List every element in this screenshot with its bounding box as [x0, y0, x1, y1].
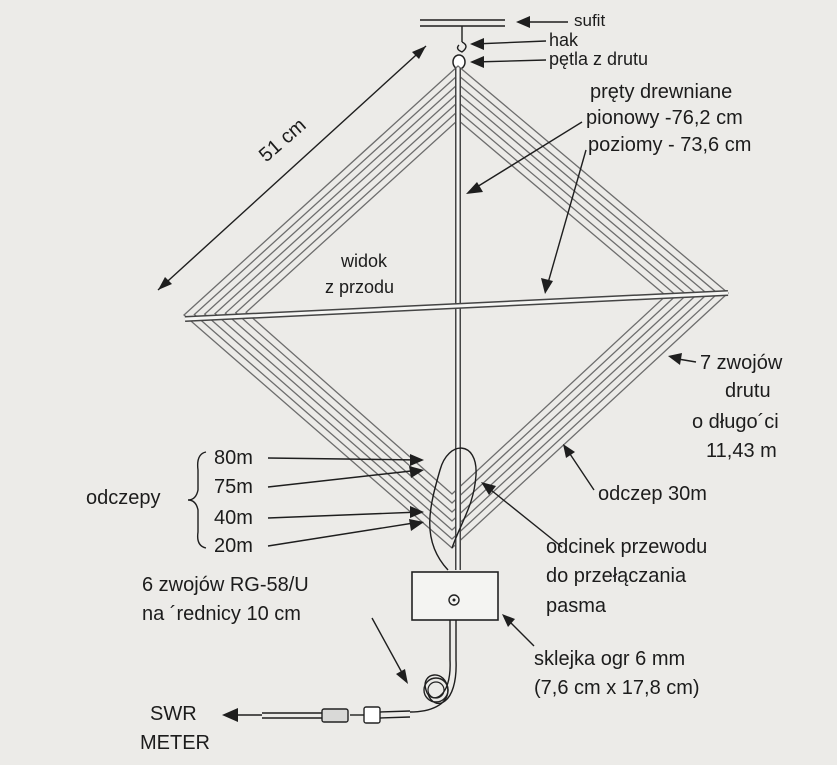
pointer-lines	[187, 16, 697, 684]
front-view-label-2: z przodu	[325, 277, 395, 297]
taps-label: odczepy	[86, 487, 161, 509]
tap-80m-label: 80m	[214, 447, 253, 469]
hook-label: hak	[549, 30, 579, 50]
turns-label-3: o długo´ci	[692, 411, 779, 433]
band-wire-label-1: odcinek przewodu	[546, 536, 708, 558]
dimension-51cm	[157, 45, 427, 291]
tap-75m-label: 75m	[214, 476, 253, 498]
horizontal-rod-label: poziomy - 73,6 cm	[588, 134, 752, 156]
wire-turns	[183, 65, 729, 549]
tap-20m-label: 20m	[214, 535, 253, 557]
plywood-label-2: (7,6 cm x 17,8 cm)	[534, 677, 700, 699]
wooden-rods-label: pręty drewniane	[590, 81, 733, 103]
coax-cable	[262, 620, 457, 724]
band-wire-label-2: do przełączania	[546, 565, 687, 587]
wire-turn	[214, 92, 698, 522]
vertical-rod-label: pionowy -76,2 cm	[586, 107, 743, 129]
wire-turn	[224, 101, 688, 513]
turns-label-2: drutu	[725, 380, 771, 402]
front-view-label-1: widok	[341, 251, 388, 271]
tap-40m-label: 40m	[214, 507, 253, 529]
wire-turn	[245, 119, 667, 495]
plywood-box	[411, 571, 499, 621]
coax-label-1: 6 zwojów RG-58/U	[142, 574, 309, 596]
hook-icon	[452, 26, 467, 70]
turns-label-1: 7 zwojów	[700, 352, 783, 374]
band-wire-label-3: pasma	[546, 595, 607, 617]
plywood-label-1: sklejka ogr 6 mm	[534, 648, 686, 670]
wire-turn	[193, 74, 719, 540]
ceiling-label: sufit	[574, 11, 606, 30]
wire-turn	[234, 110, 678, 504]
band-switch-wire	[429, 447, 477, 571]
swr-label-1: SWR	[150, 703, 197, 725]
swr-arrow	[222, 708, 262, 722]
turns-label-4: 11,43 m	[706, 440, 777, 462]
wire-loop-label: pętla z drutu	[549, 49, 649, 69]
coax-label-2: na ´rednicy 10 cm	[142, 603, 301, 625]
ceiling-line	[420, 19, 505, 27]
horizontal-rod	[184, 290, 729, 322]
swr-label-2: METER	[140, 732, 210, 754]
wire-turn	[203, 83, 709, 531]
tap-30m-label: odczep 30m	[598, 483, 707, 505]
